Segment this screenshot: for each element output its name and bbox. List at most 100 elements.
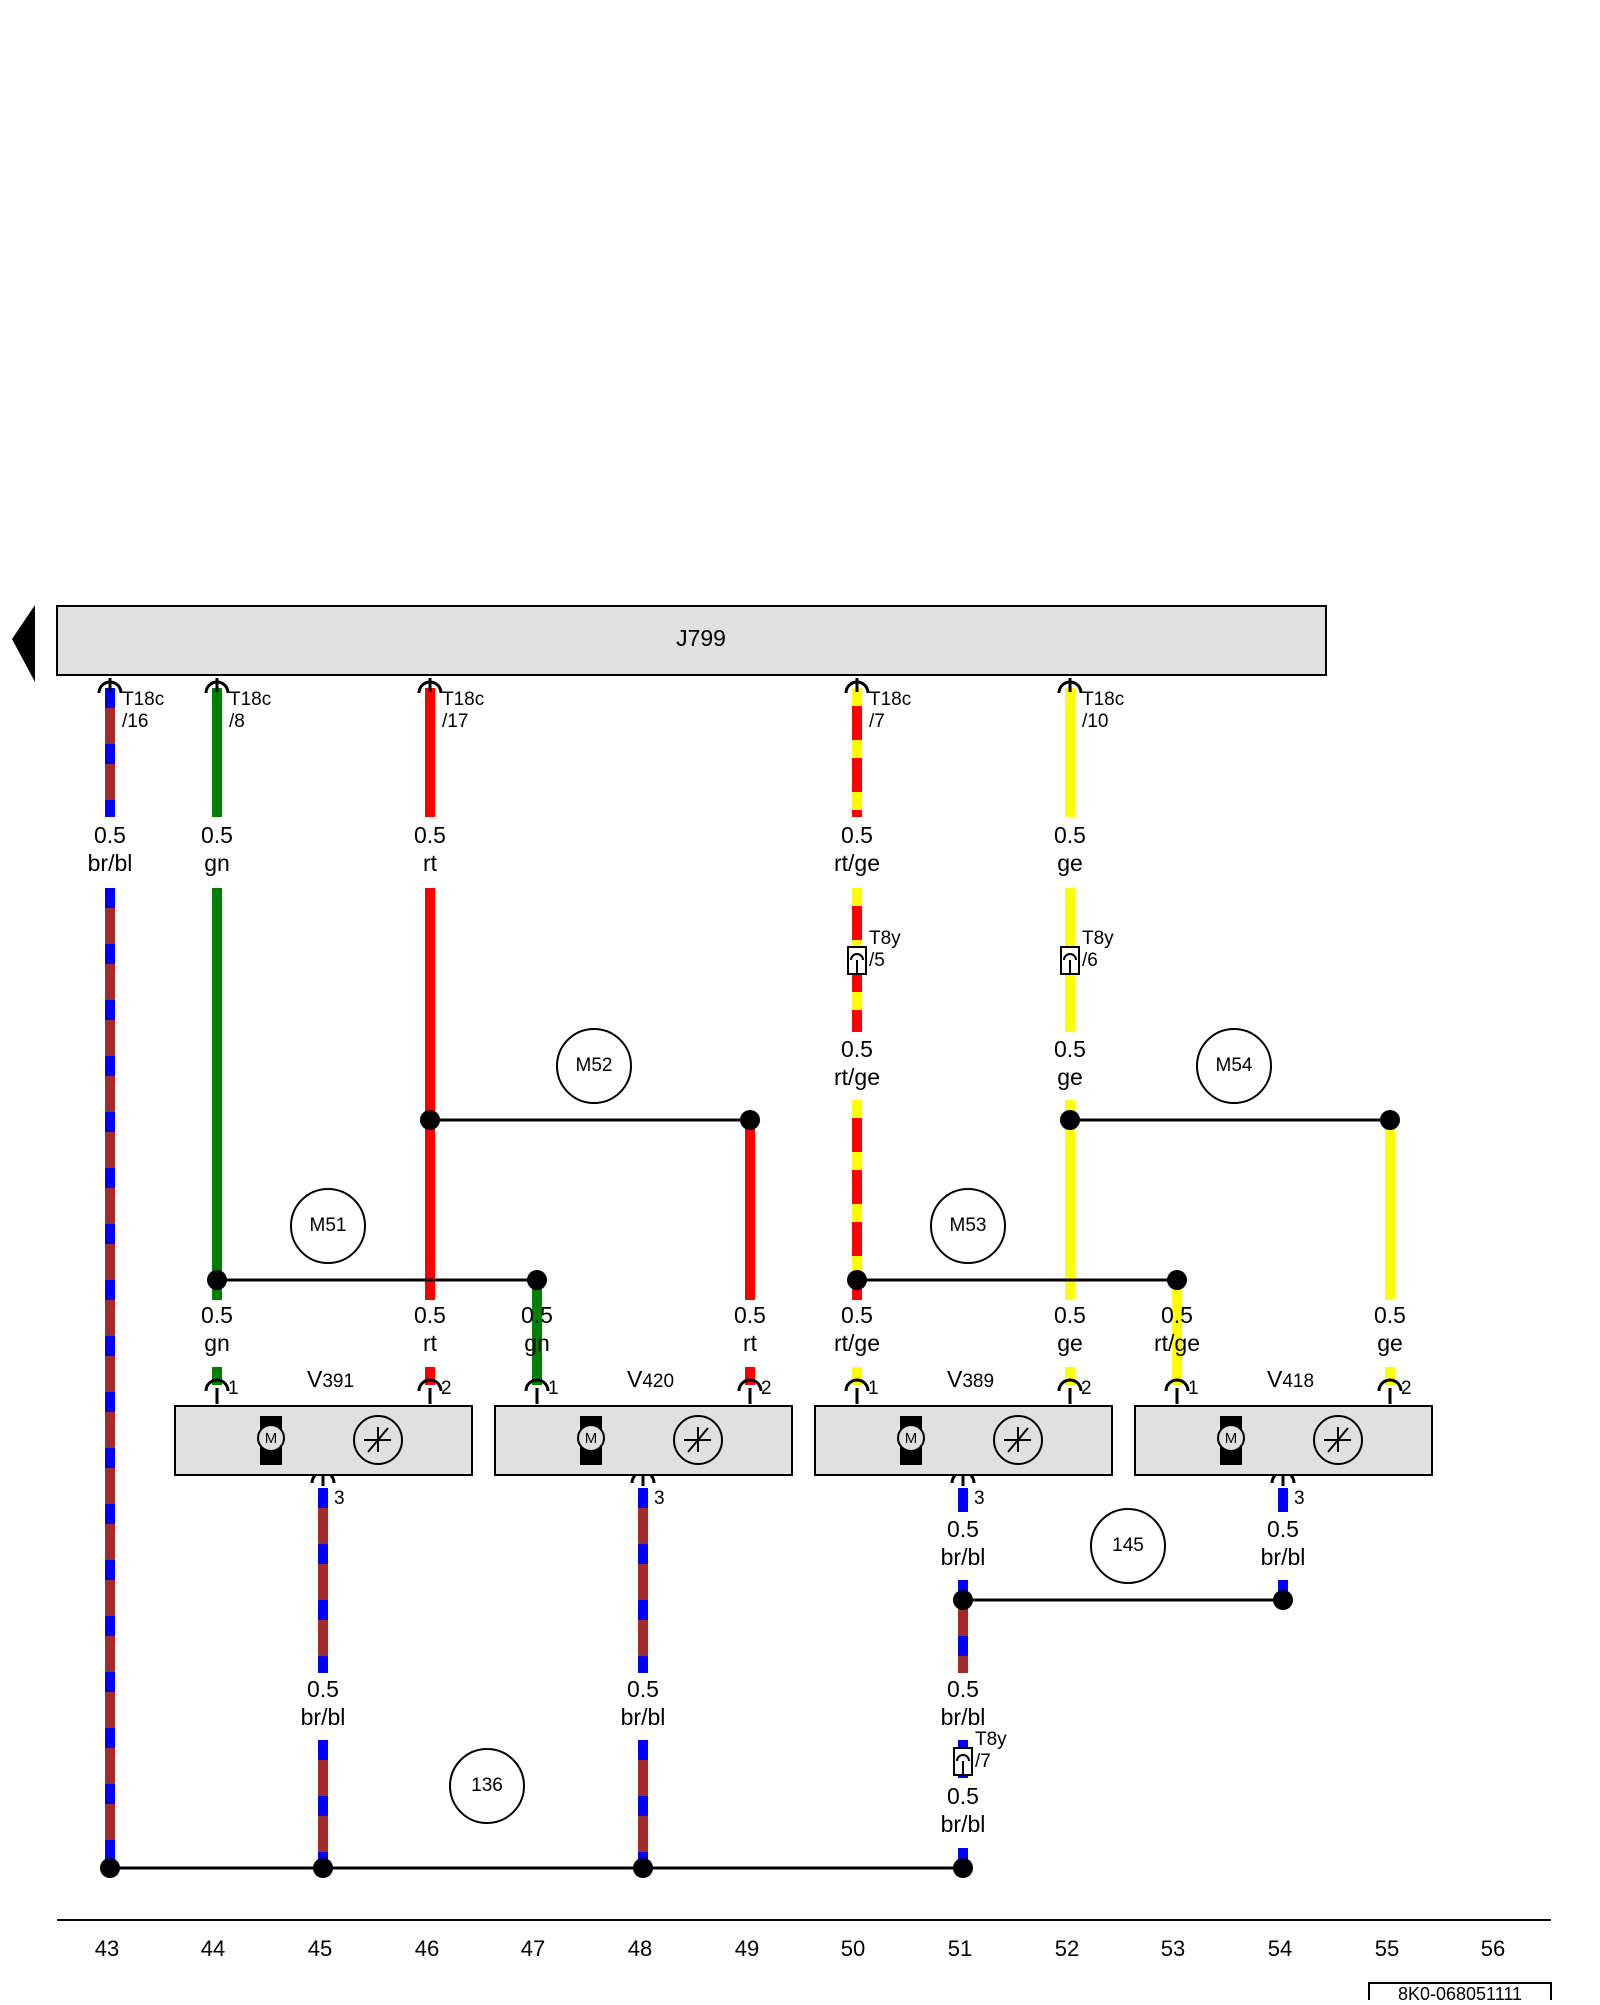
column-numbers: 43 44 45 46 47 48 49 50 51 52 53 54 55 5… (95, 1936, 1505, 1961)
wire-label: 0.5rt (414, 1302, 446, 1356)
wire-gauge: 0.5 (734, 1302, 766, 1328)
wire-label: 0.5ge (1374, 1302, 1406, 1356)
pin-cup-icon (1377, 1378, 1403, 1404)
column-number: 45 (308, 1936, 332, 1961)
connector-label-top: T18c (122, 689, 164, 710)
ref-circle-label: 145 (1112, 1535, 1144, 1556)
pin-cup-icon (844, 1378, 870, 1404)
connector-label-sub: /7 (869, 711, 885, 732)
wire-color: br/bl (88, 850, 133, 876)
inline-connector-icon (847, 946, 867, 975)
connector-label-sub: /7 (975, 1751, 991, 1772)
junction-dot (527, 1270, 547, 1290)
wire-color: rt (423, 850, 438, 876)
position-sensor-icon (353, 1415, 403, 1465)
ref-circle-136: 136 (449, 1748, 525, 1824)
wire-color: rt/ge (834, 850, 880, 876)
wire-color: rt/ge (834, 1330, 880, 1356)
junction-dot (1273, 1590, 1293, 1610)
component-box (814, 1405, 1113, 1476)
inline-connector-icon (953, 1747, 973, 1776)
wire-color: br/bl (301, 1704, 346, 1730)
wire-label: 0.5rt/ge (834, 1036, 880, 1090)
wire-label: 0.5br/bl (301, 1676, 346, 1730)
pin-number: 2 (1401, 1378, 1412, 1399)
wire-color: rt/ge (834, 1064, 880, 1090)
connector-label-sub: /16 (122, 711, 148, 732)
motor-icon: M (577, 1416, 605, 1465)
wire-label: 0.5rt/ge (834, 1302, 880, 1356)
wire-gauge: 0.5 (414, 822, 446, 848)
motor-icon: M (257, 1416, 285, 1465)
wire-gauge: 0.5 (1054, 822, 1086, 848)
wire-color: rt (743, 1330, 758, 1356)
wire-gauge: 0.5 (947, 1783, 979, 1809)
connector-label-sub: /5 (869, 950, 885, 971)
connector-label-sub: /6 (1082, 950, 1098, 971)
ref-circle-label: M51 (310, 1215, 347, 1236)
connector-label-top: T18c (1082, 689, 1124, 710)
component-label: V418 (1267, 1366, 1314, 1392)
component-box (174, 1405, 473, 1476)
wire-gauge: 0.5 (947, 1676, 979, 1702)
wire-color: br/bl (1261, 1544, 1306, 1570)
module-j799-box (56, 605, 1327, 676)
wire-label: 0.5ge (1054, 1036, 1086, 1090)
component-box (494, 1405, 793, 1476)
wire-label: 0.5br/bl (88, 822, 133, 876)
junction-dot (420, 1110, 440, 1130)
wire-gauge: 0.5 (201, 822, 233, 848)
component-v391: V391 1 2 3 M (174, 1366, 473, 1509)
wire-label: 0.5rt/ge (834, 822, 880, 876)
junction-dots (100, 1110, 1400, 1878)
wire-color: gn (204, 850, 230, 876)
component-v389: V389 1 2 3 M (814, 1366, 1113, 1509)
connector-label-top: T18c (442, 689, 484, 710)
wire-label: 0.5br/bl (941, 1676, 986, 1730)
wire-gauge: 0.5 (1054, 1036, 1086, 1062)
wire-label: 0.5rt/ge (1154, 1302, 1200, 1356)
wire-gauge: 0.5 (1374, 1302, 1406, 1328)
wire-color: br/bl (941, 1811, 986, 1837)
pin-number: 2 (441, 1378, 452, 1399)
junction-dot (633, 1858, 653, 1878)
wire-color: gn (204, 1330, 230, 1356)
wire-gauge: 0.5 (1161, 1302, 1193, 1328)
column-number: 44 (201, 1936, 225, 1961)
wire-label: 0.5rt (734, 1302, 766, 1356)
wire-label: 0.5ge (1054, 822, 1086, 876)
column-number: 51 (948, 1936, 972, 1961)
component-label: V391 (307, 1366, 354, 1392)
inline-connector-icon (1060, 946, 1080, 975)
pin-number: 1 (228, 1378, 239, 1399)
motor-m-label: M (905, 1430, 918, 1447)
motor-icon: M (897, 1416, 925, 1465)
connector-label-sub: /8 (229, 711, 245, 732)
ref-circle-145: 145 (1090, 1508, 1166, 1584)
component-label: V389 (947, 1366, 994, 1392)
pin-number: 3 (334, 1488, 345, 1509)
wire-label: 0.5br/bl (941, 1516, 986, 1570)
motor-m-label: M (265, 1430, 278, 1447)
doc-number-box: 8K0-068051111 (1368, 1982, 1552, 2005)
connector-label-top: T8y (975, 1729, 1007, 1750)
pin-number: 2 (761, 1378, 772, 1399)
junction-dot (207, 1270, 227, 1290)
ref-circle-m54: M54 (1196, 1028, 1272, 1104)
ref-circle-label: M53 (950, 1215, 987, 1236)
junction-dot (740, 1110, 760, 1130)
pin-cup-icon (737, 1378, 763, 1404)
ref-circle-label: M54 (1216, 1055, 1253, 1076)
junction-dot (953, 1590, 973, 1610)
ref-circle-label: M52 (576, 1055, 613, 1076)
wire-gauge: 0.5 (414, 1302, 446, 1328)
wire-gauge: 0.5 (1267, 1516, 1299, 1542)
pin-cup-icon (204, 678, 230, 694)
module-j799-label: J799 (676, 625, 726, 651)
wire-label: 0.5br/bl (621, 1676, 666, 1730)
ref-circle-m53: M53 (930, 1188, 1006, 1264)
wire-color: br/bl (941, 1544, 986, 1570)
junction-dot (953, 1858, 973, 1878)
connector-label-top: T8y (869, 928, 901, 949)
